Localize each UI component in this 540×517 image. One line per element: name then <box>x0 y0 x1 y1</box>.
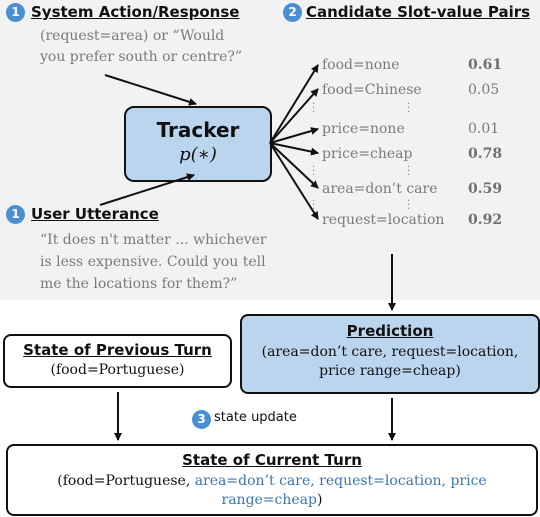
current-turn-updated-price: range=cheap <box>221 492 317 508</box>
previous-turn-box: State of Previous Turn (food=Portuguese) <box>3 334 232 388</box>
prediction-title: Prediction <box>346 322 434 340</box>
tracker-to-slot-arrow <box>269 88 319 144</box>
user-utterance-line-3: me the locations for them?” <box>40 276 238 292</box>
slot-pair-food-none: food=none <box>322 57 400 73</box>
prediction-line-2: price range=cheap) <box>319 363 461 379</box>
ellipsis-dots: ··· <box>312 162 316 181</box>
slot-pair-area-dont-care: area=don’t care <box>322 181 438 197</box>
ellipsis-dots: ··· <box>407 162 411 181</box>
step-1-badge: 1 <box>6 205 25 224</box>
prediction-line-1: (area=don’t care, request=location, <box>261 344 519 360</box>
current-turn-updated-values: area=don’t care, request=location, price <box>194 473 487 489</box>
ellipsis-dots: ··· <box>312 196 316 215</box>
user-utterance-heading: User Utterance <box>31 205 159 223</box>
system-action-line-1: (request=area) or “Would <box>40 28 225 44</box>
score-price-none: 0.01 <box>468 121 500 137</box>
tracker-to-slot-arrow <box>269 64 319 144</box>
ellipsis-dots: ··· <box>407 99 411 118</box>
user-to-tracker-arrow <box>99 173 195 206</box>
tracker-to-slot-arrow <box>269 142 319 189</box>
previous-turn-title: State of Previous Turn <box>23 341 212 359</box>
score-request-location: 0.92 <box>468 212 503 228</box>
current-turn-content: (food=Portuguese, area=don’t care, reque… <box>8 472 536 510</box>
candidate-pairs-heading: Candidate Slot-value Pairs <box>306 3 531 21</box>
tracker-to-slot-arrow <box>269 127 319 144</box>
score-food-none: 0.61 <box>468 57 503 73</box>
step-3-badge: 3 <box>192 410 211 429</box>
slot-pair-request-location: request=location <box>322 212 445 228</box>
tracker-to-slot-arrow <box>269 142 319 156</box>
score-food-chinese: 0.05 <box>468 82 500 98</box>
system-to-tracker-arrow <box>104 74 197 106</box>
system-action-heading: System Action/Response <box>31 3 240 21</box>
current-turn-close-paren: ) <box>317 492 323 508</box>
ellipsis-dots: ··· <box>407 196 411 215</box>
slot-pair-price-cheap: price=cheap <box>322 146 413 162</box>
prediction-box: Prediction (area=don’t care, request=loc… <box>240 314 540 394</box>
step-2-badge: 2 <box>283 3 302 22</box>
state-update-label: state update <box>214 410 297 425</box>
tracker-to-slot-arrow <box>269 142 319 220</box>
score-area-dont-care: 0.59 <box>468 181 503 197</box>
current-turn-previous-value: (food=Portuguese, <box>57 473 195 489</box>
tracker-box: Tracker p(∗) <box>124 106 272 182</box>
current-turn-box: State of Current Turn (food=Portuguese, … <box>6 444 538 516</box>
step-1-badge: 1 <box>6 3 25 22</box>
score-price-cheap: 0.78 <box>468 146 503 162</box>
tracker-title: Tracker <box>156 118 240 142</box>
slot-pair-food-chinese: food=Chinese <box>322 82 422 98</box>
user-utterance-line-1: “It does n't matter ... whichever <box>40 232 267 248</box>
current-turn-title: State of Current Turn <box>182 451 362 469</box>
slot-pair-price-none: price=none <box>322 121 405 137</box>
system-action-line-2: you prefer south or centre?” <box>40 49 243 65</box>
previous-turn-content: (food=Portuguese) <box>50 362 185 378</box>
ellipsis-dots: ··· <box>312 99 316 118</box>
user-utterance-line-2: is less expensive. Could you tell <box>40 254 266 270</box>
tracker-formula: p(∗) <box>179 144 217 165</box>
